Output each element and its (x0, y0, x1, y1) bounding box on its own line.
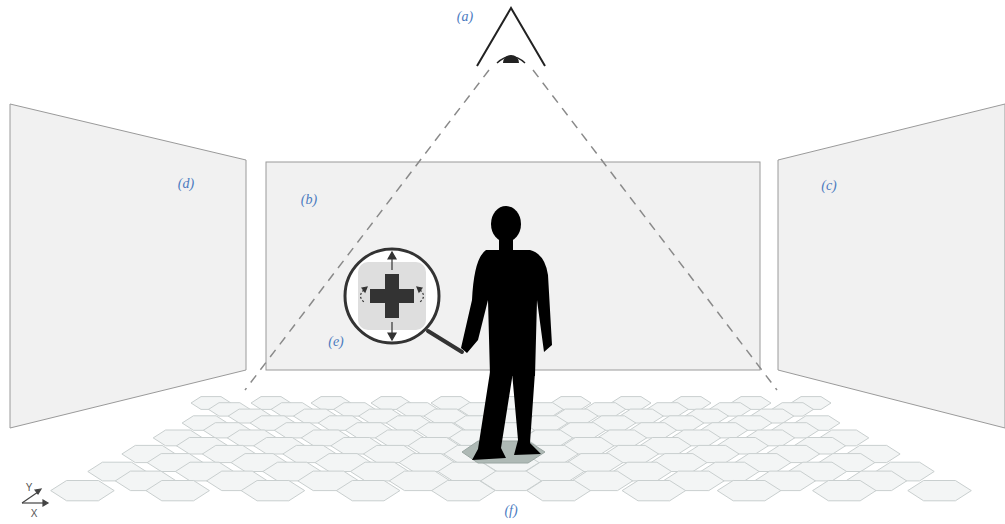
view-line (245, 70, 489, 390)
floor-tiles (51, 397, 972, 501)
dpad (370, 289, 414, 303)
floor-tile (622, 481, 686, 501)
view-label: (a) (457, 10, 473, 24)
eye-pupil (503, 55, 519, 63)
controller-pad (358, 262, 426, 330)
view-line (533, 70, 777, 390)
magnifier-handle (428, 331, 462, 352)
axis-label: Y (26, 483, 33, 493)
wall-label: (b) (301, 193, 317, 207)
floor-label: (f) (504, 504, 517, 518)
floor-tile (336, 481, 400, 501)
magnifier-lens (345, 249, 439, 343)
floor-tile (908, 481, 972, 501)
wall-label: (d) (178, 177, 194, 191)
control-arrows (361, 252, 424, 340)
floor-tile (241, 481, 305, 501)
right-wall (778, 104, 1005, 428)
floor-tile (146, 481, 209, 501)
eye-frame (477, 8, 545, 66)
floor-tile (527, 481, 591, 501)
floor-tile (717, 481, 781, 501)
left-wall (10, 104, 246, 428)
floor-tile (51, 481, 114, 501)
controller-label: (e) (328, 335, 344, 349)
axis-label: X (31, 509, 38, 519)
floor-tile (432, 481, 496, 501)
person-silhouette (461, 206, 552, 460)
wall-label: (c) (821, 179, 837, 193)
floor-tile (813, 481, 876, 501)
